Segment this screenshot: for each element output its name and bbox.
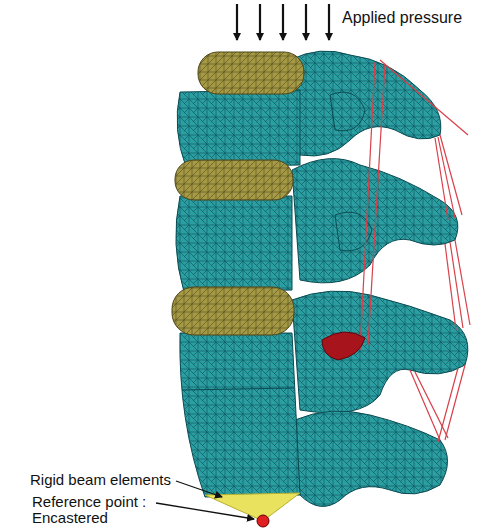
load-label: Applied pressure <box>342 10 462 26</box>
posterior-elements <box>290 51 468 506</box>
part-label: Rigid beam elements <box>30 472 171 488</box>
pressure-arrows <box>237 4 329 40</box>
rigid-beam-elements <box>205 493 300 521</box>
facet-contact <box>322 332 365 360</box>
ligament-lines <box>360 60 470 442</box>
leader-line <box>156 503 254 519</box>
reference-point <box>257 515 269 527</box>
leader-line <box>176 481 222 497</box>
intervertebral-discs <box>172 52 304 335</box>
part-label: Reference point : Encastered <box>32 494 164 526</box>
